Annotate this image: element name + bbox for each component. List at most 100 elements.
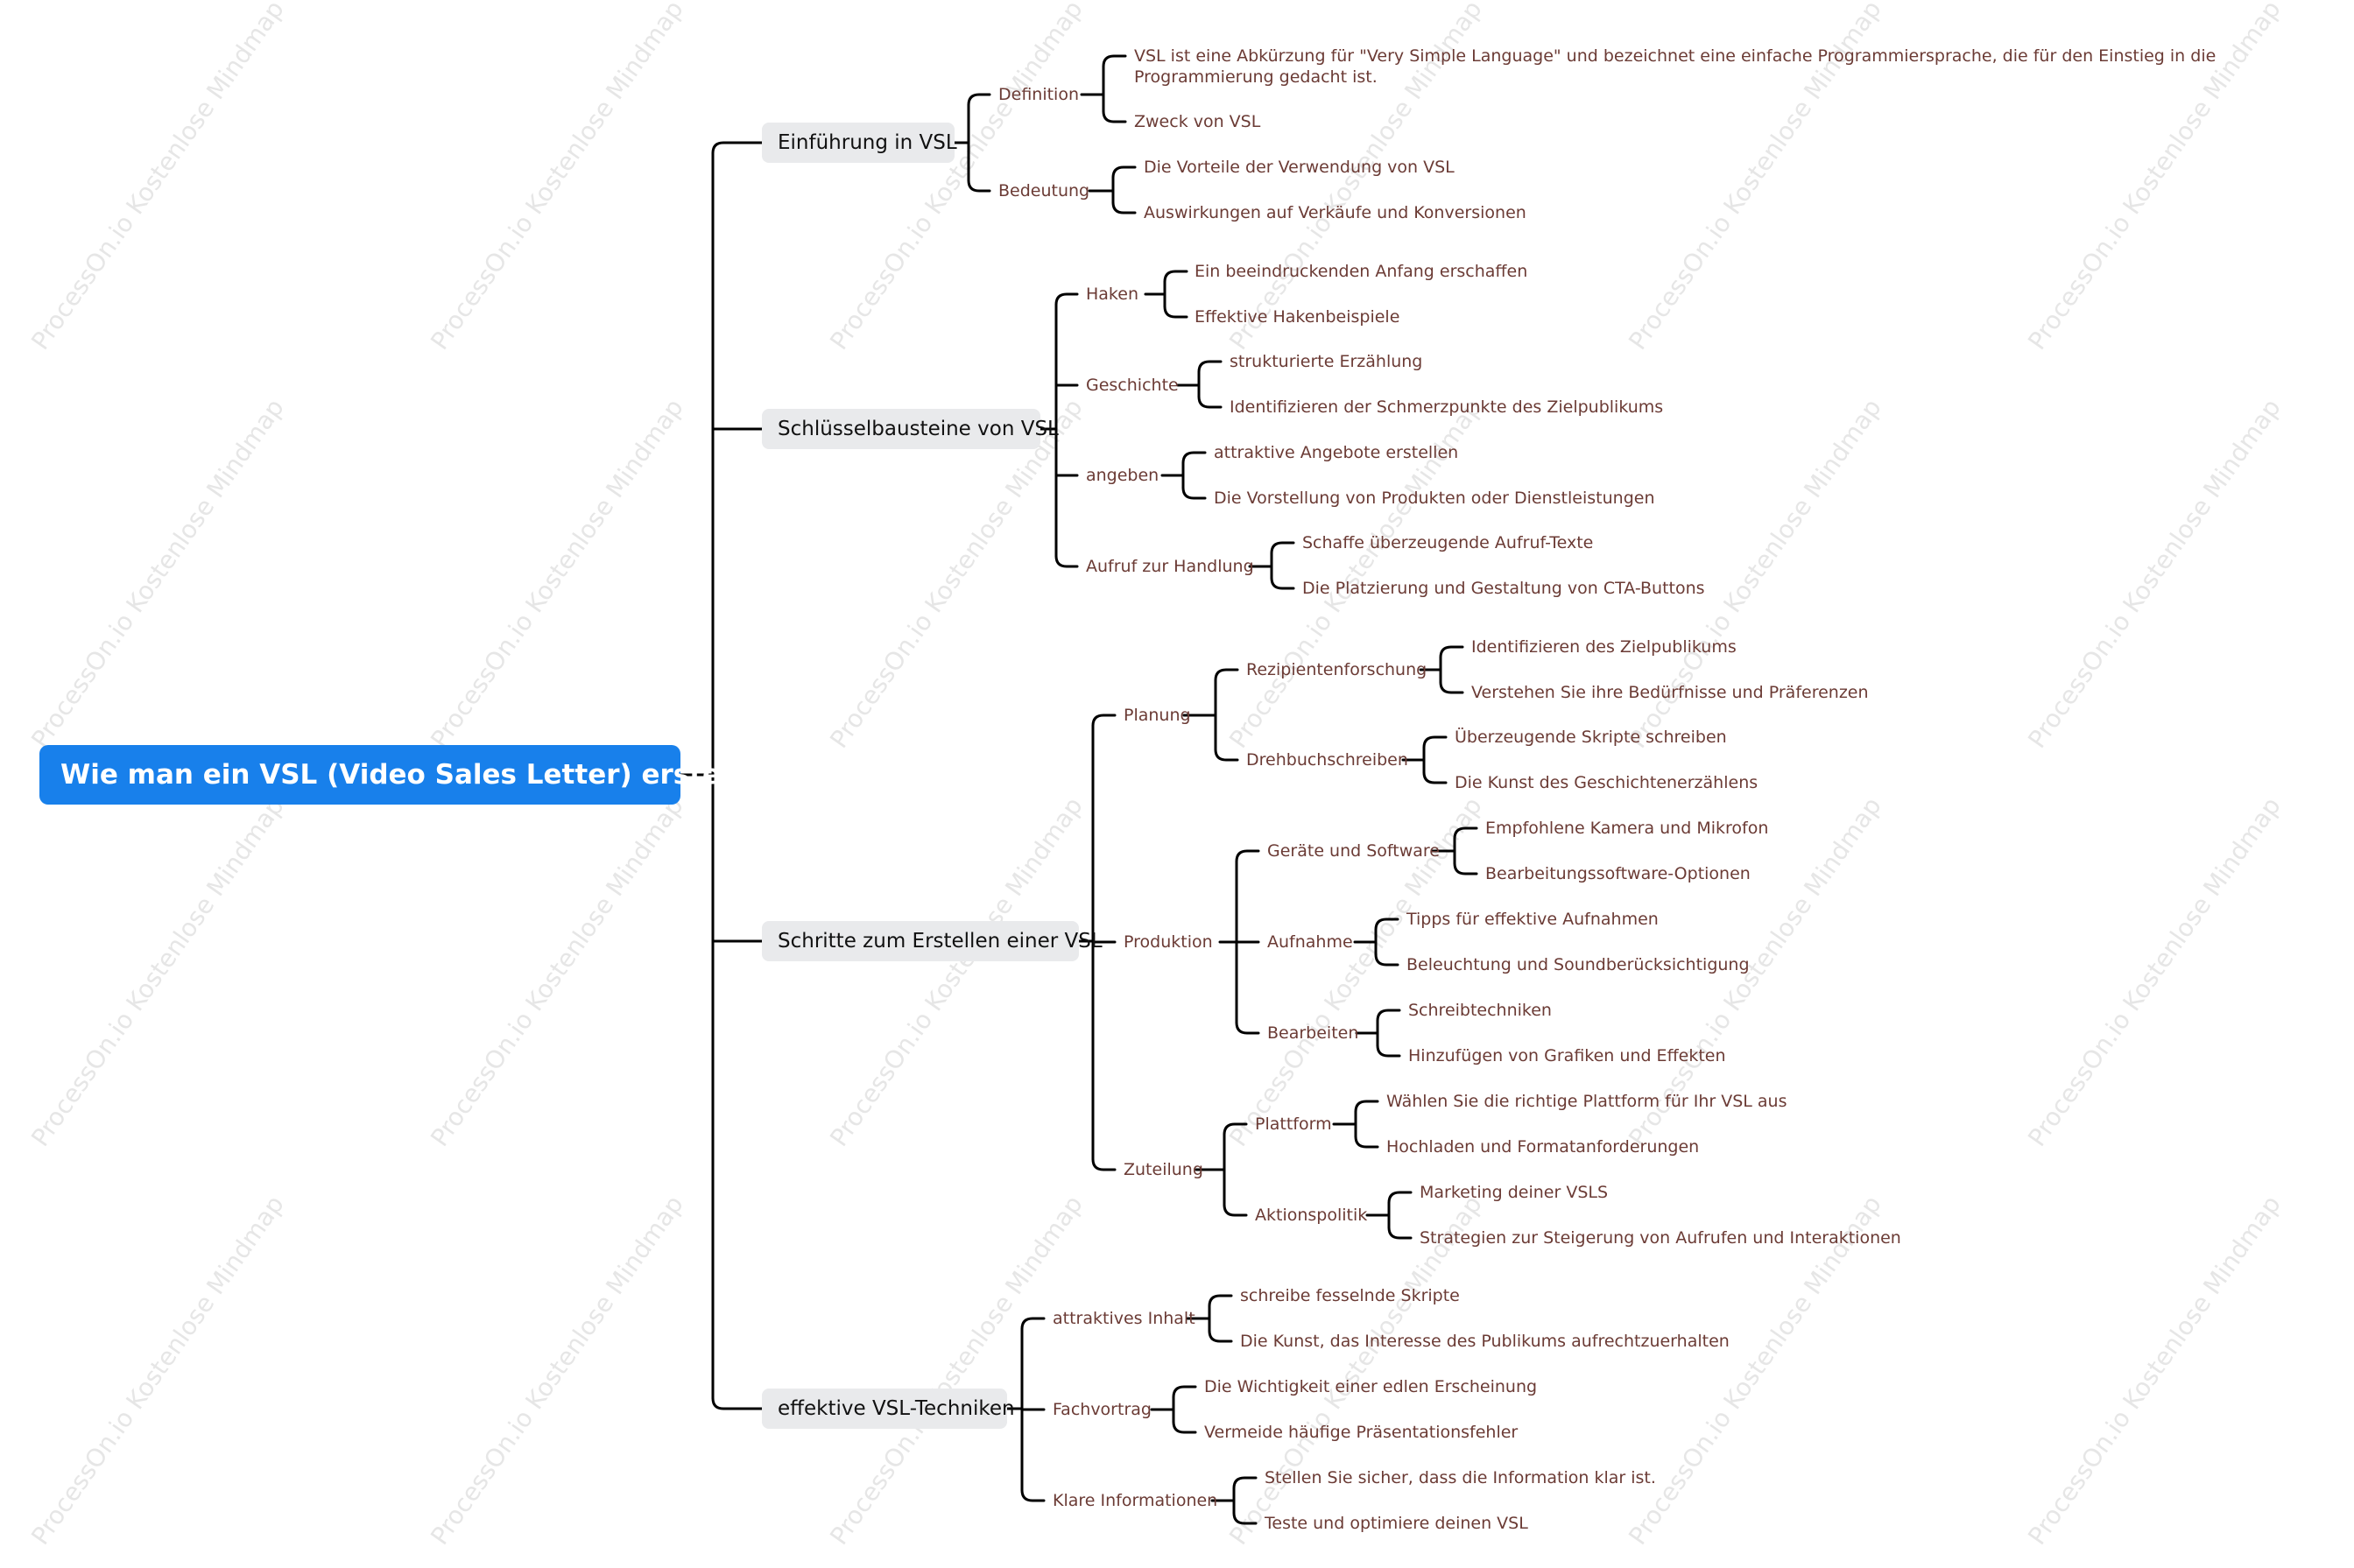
subtopic-rezipientenforschung[interactable]: Rezipientenforschung bbox=[1246, 660, 1427, 679]
leaf-topic[interactable]: Schaffe überzeugende Aufruf-Texte bbox=[1302, 533, 1594, 552]
root-topic-label: Wie man ein VSL (Video Sales Letter) ers… bbox=[60, 759, 753, 791]
leaf-topic[interactable]: Schreibtechniken bbox=[1408, 1001, 1552, 1020]
branch-label: Einführung in VSL bbox=[778, 131, 957, 154]
leaf-topic[interactable]: VSL ist eine Abkürzung für "Very Simple … bbox=[1134, 46, 2217, 87]
leaf-topic[interactable]: Effektive Hakenbeispiele bbox=[1195, 307, 1400, 327]
leaf-topic[interactable]: Wählen Sie die richtige Plattform für Ih… bbox=[1386, 1092, 1787, 1111]
connector-line bbox=[1197, 360, 1223, 374]
connector-line bbox=[1020, 1488, 1046, 1502]
branch-label: effektive VSL-Techniken bbox=[778, 1397, 1015, 1420]
leaf-topic[interactable]: Marketing deiner VSLS bbox=[1420, 1183, 1609, 1202]
connector-line bbox=[1091, 1157, 1117, 1171]
branch-label: Schlüsselbausteine von VSL bbox=[778, 418, 1059, 440]
branch-schluesselbausteine[interactable]: Schlüsselbausteine von VSL bbox=[762, 409, 1059, 449]
connector-line bbox=[1172, 1420, 1197, 1434]
leaf-topic[interactable]: Stellen Sie sicher, dass die Information… bbox=[1265, 1468, 1656, 1487]
connector-line bbox=[1054, 554, 1079, 568]
connector-line bbox=[1235, 1021, 1260, 1035]
connector-line bbox=[1232, 1476, 1258, 1490]
subtopic-produktion[interactable]: Produktion bbox=[1124, 932, 1213, 952]
root-topic[interactable]: Wie man ein VSL (Video Sales Letter) ers… bbox=[39, 745, 752, 805]
subtopic-aufnahme[interactable]: Aufnahme bbox=[1267, 932, 1353, 952]
subtopic-fachvortrag[interactable]: Fachvortrag bbox=[1053, 1400, 1152, 1419]
connector-line bbox=[1354, 1100, 1379, 1114]
leaf-topic[interactable]: Tipps für effektive Aufnahmen bbox=[1406, 910, 1659, 929]
leaf-topic[interactable]: Überzeugende Skripte schreiben bbox=[1455, 728, 1727, 747]
connector-line bbox=[711, 141, 764, 155]
subtopic-attraktives-inhalt[interactable]: attraktives Inhalt bbox=[1053, 1309, 1195, 1328]
leaf-topic[interactable]: Die Kunst, das Interesse des Publikums a… bbox=[1240, 1332, 1730, 1351]
connector-line bbox=[1453, 861, 1478, 875]
branch-einfuehrung[interactable]: Einführung in VSL bbox=[762, 123, 957, 163]
leaf-topic[interactable]: Die Vorteile der Verwendung von VSL bbox=[1144, 158, 1455, 177]
leaf-topic[interactable]: Beleuchtung und Soundberücksichtigung bbox=[1406, 955, 1750, 974]
leaf-topic[interactable]: Teste und optimiere deinen VSL bbox=[1265, 1514, 1528, 1533]
connector-line bbox=[1111, 165, 1137, 179]
leaf-topic[interactable]: Ein beeindruckenden Anfang erschaffen bbox=[1195, 262, 1528, 281]
leaf-topic[interactable]: Auswirkungen auf Verkäufe und Konversion… bbox=[1144, 203, 1526, 222]
subtopic-planung[interactable]: Planung bbox=[1124, 706, 1191, 725]
subtopic-definition[interactable]: Definition bbox=[998, 85, 1080, 104]
leaf-topic[interactable]: Hochladen und Formatanforderungen bbox=[1386, 1137, 1700, 1157]
connector-line bbox=[1197, 395, 1223, 409]
connector-line bbox=[1163, 305, 1188, 319]
branch-techniken[interactable]: effektive VSL-Techniken bbox=[762, 1389, 1015, 1429]
leaf-topic[interactable]: Die Wichtigkeit einer edlen Erscheinung bbox=[1204, 1377, 1538, 1396]
connector-line bbox=[1181, 451, 1207, 465]
connector-line bbox=[1208, 1294, 1233, 1308]
connector-line bbox=[1163, 270, 1188, 284]
connector-line bbox=[1439, 645, 1464, 659]
subtopic-haken[interactable]: Haken bbox=[1086, 285, 1138, 304]
subtopic-angeben[interactable]: angeben bbox=[1086, 466, 1159, 485]
subtopic-aktionspolitik[interactable]: Aktionspolitik bbox=[1255, 1206, 1368, 1225]
leaf-topic[interactable]: attraktive Angebote erstellen bbox=[1214, 443, 1459, 462]
connector-line bbox=[1354, 1135, 1379, 1149]
connector-line bbox=[1111, 200, 1137, 214]
subtopic-geraete-und-software[interactable]: Geräte und Software bbox=[1267, 841, 1440, 861]
connector-line bbox=[1387, 1226, 1413, 1240]
subtopic-drehbuchschreiben[interactable]: Drehbuchschreiben bbox=[1246, 750, 1408, 770]
subtopic-plattform[interactable]: Plattform bbox=[1255, 1114, 1332, 1134]
leaf-topic[interactable]: Die Kunst des Geschichtenerzählens bbox=[1455, 773, 1758, 792]
connector-line bbox=[1270, 541, 1295, 555]
connector-line bbox=[967, 179, 991, 193]
leaf-topic[interactable]: Identifizieren der Schmerzpunkte des Zie… bbox=[1230, 397, 1664, 417]
subtopic-aufruf-zur-handlung[interactable]: Aufruf zur Handlung bbox=[1086, 557, 1254, 576]
subtopic-zuteilung[interactable]: Zuteilung bbox=[1124, 1160, 1203, 1179]
connector-line bbox=[1091, 714, 1117, 728]
leaf-topic[interactable]: Strategien zur Steigerung von Aufrufen u… bbox=[1420, 1228, 1901, 1248]
connector-line bbox=[1232, 1511, 1258, 1525]
leaf-topic[interactable]: Zweck von VSL bbox=[1134, 112, 1261, 131]
connector-line bbox=[1181, 486, 1207, 500]
connector-line bbox=[1376, 1044, 1401, 1058]
subtopic-geschichte[interactable]: Geschichte bbox=[1086, 376, 1179, 395]
leaf-topic[interactable]: Hinzufügen von Grafiken und Effekten bbox=[1408, 1046, 1726, 1065]
connector-line bbox=[1374, 953, 1399, 967]
subtopic-bearbeiten[interactable]: Bearbeiten bbox=[1267, 1023, 1359, 1043]
leaf-topic[interactable]: Empfohlene Kamera und Mikrofon bbox=[1485, 819, 1769, 838]
leaf-topic[interactable]: Verstehen Sie ihre Bedürfnisse und Präfe… bbox=[1471, 683, 1869, 702]
connector-line bbox=[1172, 1385, 1197, 1399]
connector-line bbox=[1387, 1191, 1413, 1205]
connector-line bbox=[1235, 849, 1260, 863]
connector-line bbox=[1422, 770, 1448, 784]
subtopic-bedeutung[interactable]: Bedeutung bbox=[998, 181, 1090, 200]
leaf-topic[interactable]: strukturierte Erzählung bbox=[1230, 352, 1423, 371]
connector-line bbox=[1214, 748, 1239, 762]
leaf-topic[interactable]: Bearbeitungssoftware-Optionen bbox=[1485, 864, 1751, 883]
leaf-topic[interactable]: schreibe fesselnde Skripte bbox=[1240, 1286, 1460, 1305]
connector-line bbox=[1214, 668, 1239, 682]
leaf-topic[interactable]: Die Platzierung und Gestaltung von CTA-B… bbox=[1302, 579, 1705, 598]
connector-line bbox=[1270, 576, 1295, 590]
leaf-topic[interactable]: Die Vorstellung von Produkten oder Diens… bbox=[1214, 489, 1655, 508]
connector-line bbox=[1439, 680, 1464, 694]
leaf-topic[interactable]: Identifizieren des Zielpublikums bbox=[1471, 637, 1737, 657]
leaf-topic[interactable]: Vermeide häufige Präsentationsfehler bbox=[1204, 1423, 1519, 1442]
branch-schritte[interactable]: Schritte zum Erstellen einer VSL bbox=[762, 921, 1103, 961]
connector-line bbox=[1054, 292, 1079, 306]
branch-label: Schritte zum Erstellen einer VSL bbox=[778, 930, 1103, 953]
connector-line bbox=[1422, 735, 1448, 749]
subtopic-klare-informationen[interactable]: Klare Informationen bbox=[1053, 1491, 1218, 1510]
connector-line bbox=[1223, 1122, 1248, 1136]
